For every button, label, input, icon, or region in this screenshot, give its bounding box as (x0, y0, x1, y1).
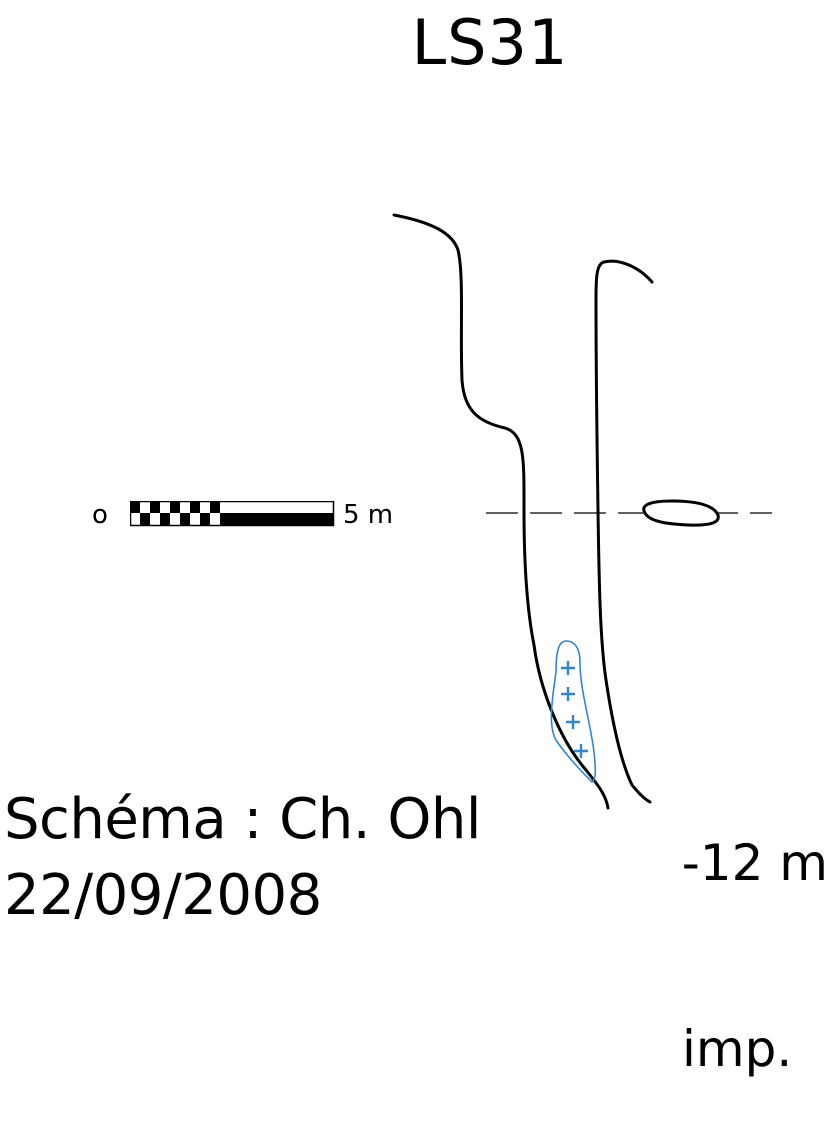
page-title: LS31 (411, 6, 569, 79)
scale-end-label: 5 m (343, 500, 394, 530)
credit-block: Schéma : Ch. Ohl 22/09/2008 (4, 782, 481, 934)
credit-date: 22/09/2008 (4, 863, 322, 928)
credit-author: Schéma : Ch. Ohl (4, 787, 481, 852)
scale-bar (130, 501, 335, 527)
cave-left-wall (392, 213, 610, 810)
cave-right-wall (594, 259, 654, 804)
depth-value: -12 m (681, 834, 828, 892)
blue-plus-markers (561, 661, 588, 758)
boulder-outline (642, 499, 720, 527)
cave-profile-drawing (392, 213, 772, 810)
blue-sediment-outline (550, 640, 597, 783)
depth-note: imp. (682, 1020, 793, 1078)
scale-start-label: o (92, 500, 108, 530)
depth-label: -12 m imp. (660, 708, 828, 1142)
